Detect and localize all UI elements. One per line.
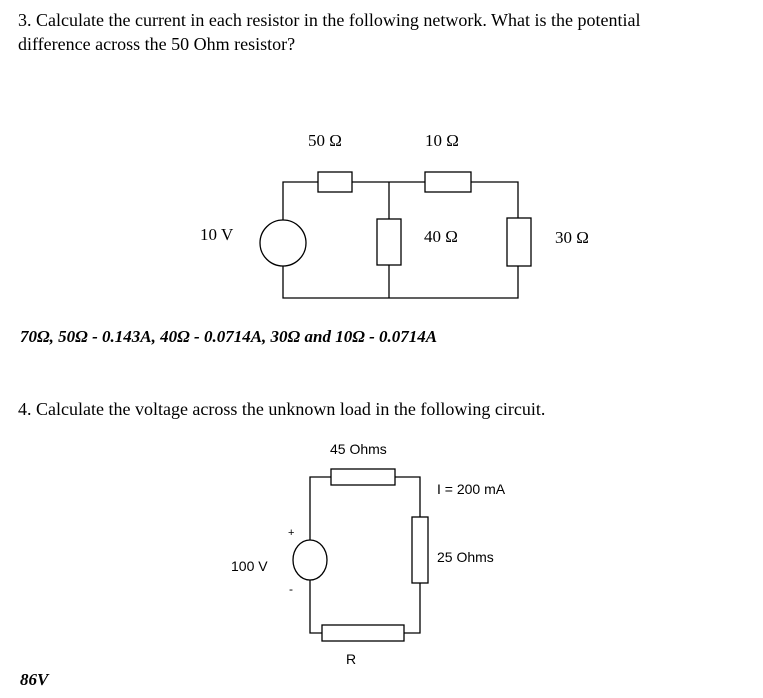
label-plus-terminal: + (288, 527, 295, 539)
answer-4: 86V (20, 670, 49, 689)
resistor-30-ohm (506, 217, 532, 267)
label-45-ohms: 45 Ohms (330, 441, 387, 457)
label-100-volt: 100 V (231, 558, 268, 574)
resistor-25-ohm (411, 516, 429, 584)
question-4-line-1: 4. Calculate the voltage across the unkn… (18, 399, 546, 419)
resistor-50-ohm (317, 171, 353, 193)
label-25-ohms: 25 Ohms (437, 549, 494, 565)
answer-3: 70Ω, 50Ω - 0.143A, 40Ω - 0.0714A, 30Ω an… (20, 327, 438, 346)
resistor-40-ohm (376, 218, 402, 266)
label-30-ohm: 30 Ω (555, 228, 589, 247)
question-3-line-2: difference across the 50 Ohm resistor? (18, 34, 296, 54)
label-50-ohm: 50 Ω (308, 131, 342, 150)
question-3-line-1: 3. Calculate the current in each resisto… (18, 10, 641, 30)
label-current: I = 200 mA (437, 481, 506, 497)
circuit-1-outer-loop (282, 181, 519, 299)
resistor-10-ohm (424, 171, 472, 193)
label-unknown-load: R (346, 651, 357, 667)
label-40-ohm: 40 Ω (424, 227, 458, 246)
label-10-ohm: 10 Ω (425, 131, 459, 150)
resistor-45-ohm (330, 468, 396, 486)
voltage-source-100v (292, 539, 328, 581)
label-10-volt: 10 V (200, 225, 234, 244)
resistor-unknown-load (321, 624, 405, 642)
label-minus-terminal: - (289, 582, 293, 596)
voltage-source-10v (259, 219, 307, 267)
